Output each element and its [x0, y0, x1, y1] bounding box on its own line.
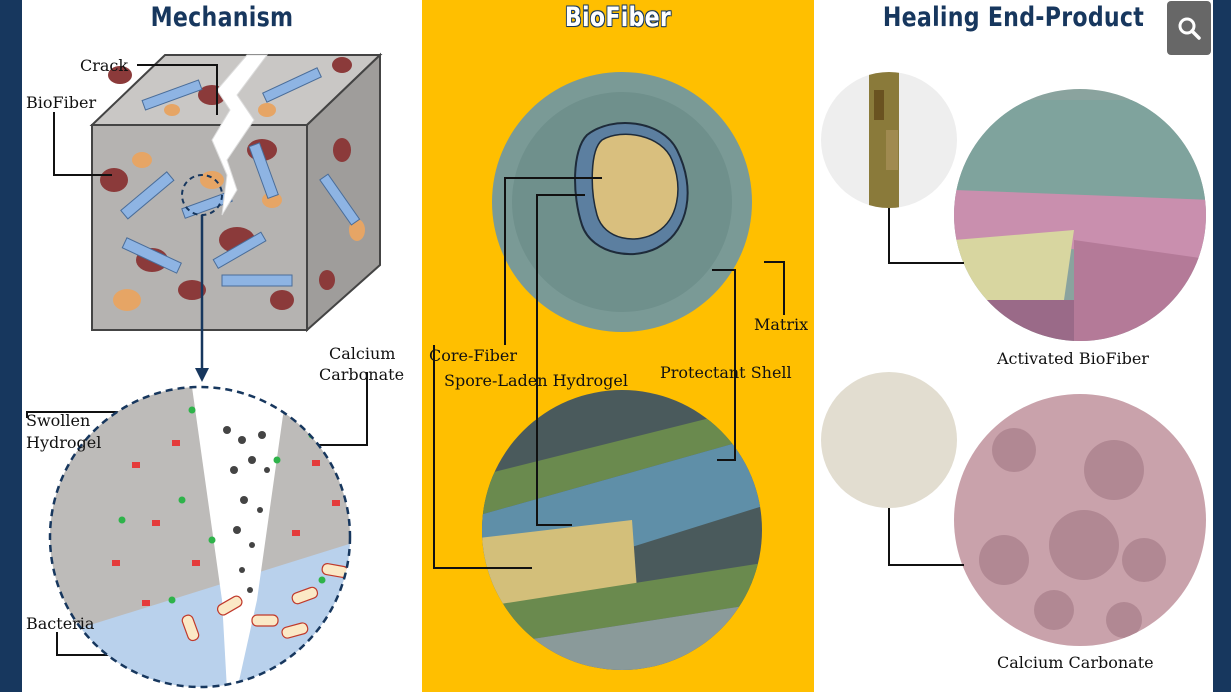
calcium-carbonate-photo [821, 372, 957, 508]
label-calcium-carbonate-1: Calcium [329, 343, 395, 364]
healing-panel: Healing End-Product [814, 0, 1213, 692]
calcium-carbonate-sem [954, 394, 1206, 646]
label-calcium-carbonate: Calcium Carbonate [997, 652, 1154, 673]
right-edge-bar [1213, 0, 1231, 692]
label-biofiber: BioFiber [26, 92, 96, 113]
biofiber-panel: BioFiber [422, 0, 814, 692]
label-swollen-hydrogel-1: Swollen [26, 410, 90, 431]
label-bacteria: Bacteria [26, 613, 94, 634]
label-crack: Crack [80, 55, 128, 76]
activated-biofiber-sem [954, 89, 1213, 350]
search-icon [1176, 15, 1202, 41]
label-matrix: Matrix [754, 314, 808, 335]
search-button[interactable] [1167, 1, 1211, 55]
label-core-fiber: Core-Fiber [429, 345, 517, 366]
healing-diagram [814, 0, 1213, 692]
label-swollen-hydrogel-2: Hydrogel [26, 432, 101, 453]
left-edge-bar [0, 0, 22, 692]
concrete-cube [92, 55, 380, 330]
mechanism-panel: Mechanism [22, 0, 422, 692]
label-protectant-shell: Protectant Shell [660, 362, 792, 383]
activated-biofiber-photo [821, 60, 957, 230]
label-calcium-carbonate-2: Carbonate [319, 364, 404, 385]
cross-section-image [492, 72, 752, 332]
label-spore-laden-hydrogel: Spore-Laden Hydrogel [444, 370, 628, 391]
label-activated-biofiber: Activated BioFiber [997, 348, 1149, 369]
